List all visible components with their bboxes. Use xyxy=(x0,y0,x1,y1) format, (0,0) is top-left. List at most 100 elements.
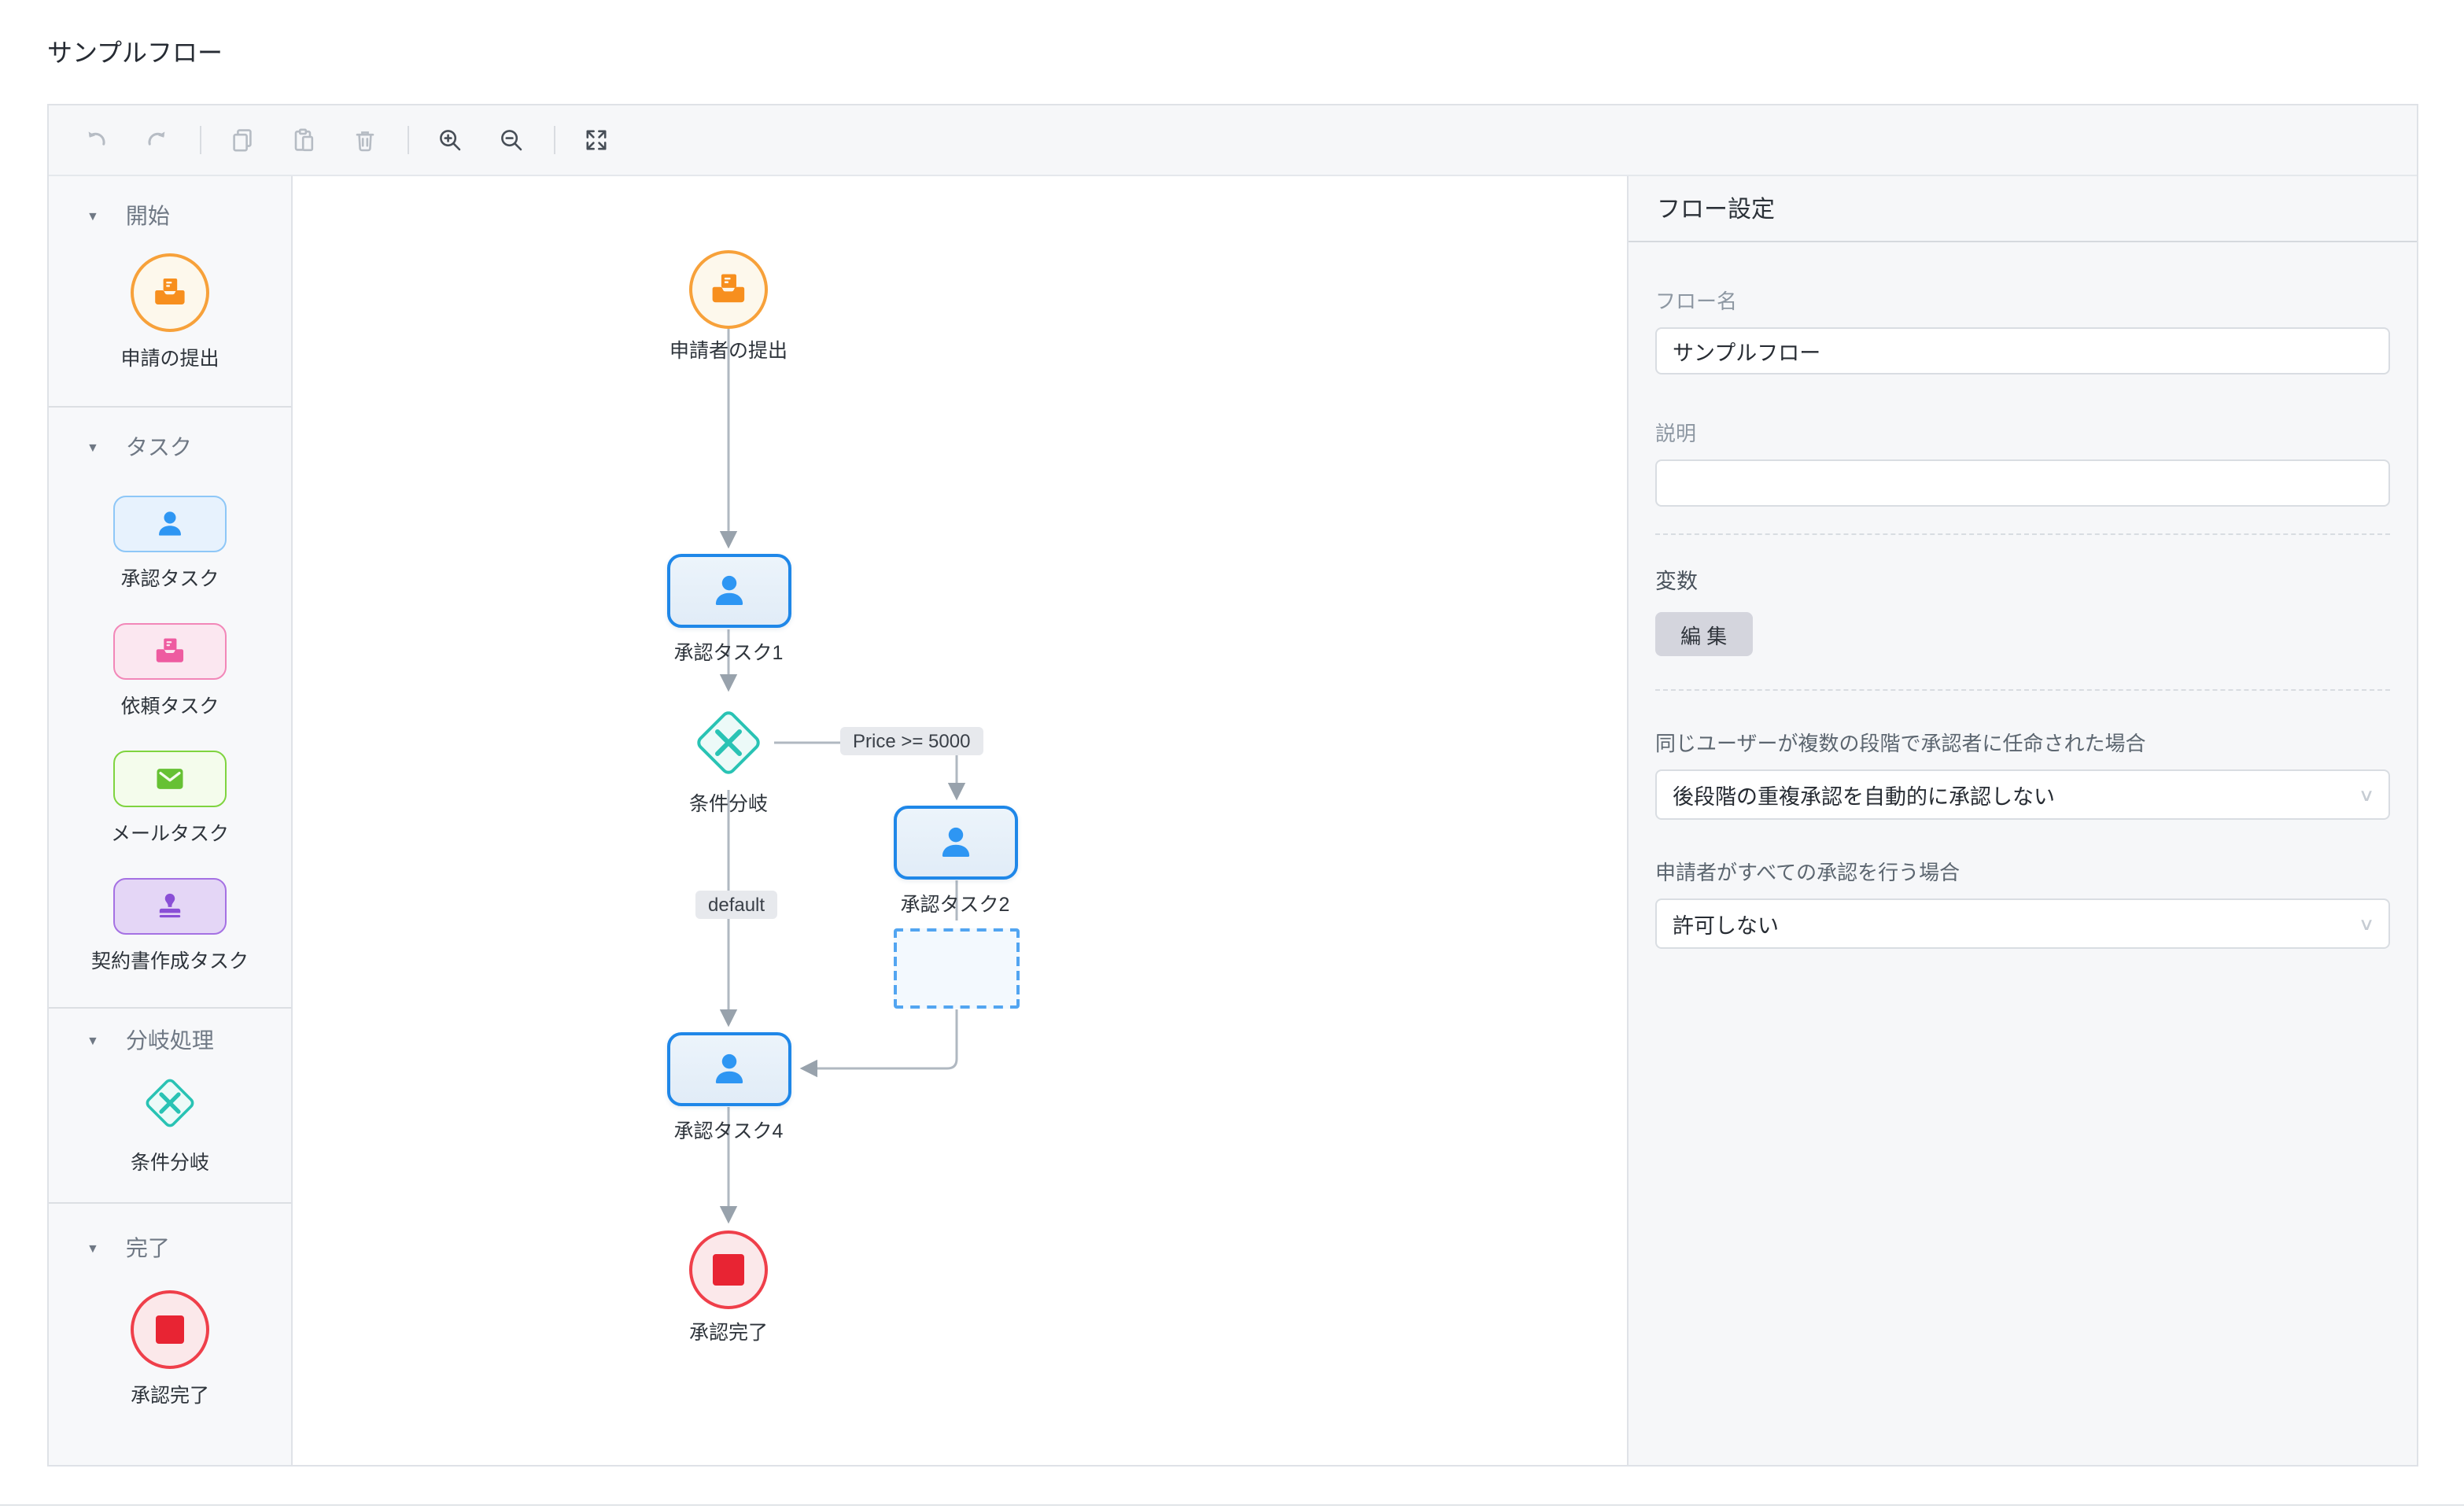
delete-button[interactable] xyxy=(343,118,387,162)
palette-section-title: 開始 xyxy=(125,203,170,228)
user-icon xyxy=(708,570,751,612)
flow-node-approval-task-2[interactable] xyxy=(894,806,1018,880)
flow-name-input[interactable] xyxy=(1655,327,2390,374)
editor-toolbar xyxy=(49,105,2417,176)
palette-section-task-toggle[interactable]: ▼ タスク xyxy=(49,408,291,463)
stamp-icon xyxy=(153,889,187,924)
redo-icon xyxy=(145,127,170,153)
toolbar-separator xyxy=(408,126,409,154)
palette-item-label: 契約書作成タスク xyxy=(90,950,249,972)
palette-item-request-task[interactable]: 依頼タスク xyxy=(49,623,291,719)
palette-item-application-submit[interactable]: 申請の提出 xyxy=(49,253,291,371)
zoom-in-icon xyxy=(437,127,463,153)
inbox-submit-icon xyxy=(151,274,189,312)
duplicate-approver-select[interactable]: 後段階の重複承認を自動的に承認しない ∨ xyxy=(1655,769,2390,820)
undo-button[interactable] xyxy=(74,118,118,162)
trash-icon xyxy=(352,127,378,153)
copy-icon xyxy=(230,127,255,153)
flow-node-start[interactable] xyxy=(689,250,768,329)
stop-icon xyxy=(156,1315,184,1344)
select-value: 後段階の重複承認を自動的に承認しない xyxy=(1673,785,2055,809)
flow-node-label: 条件分岐 xyxy=(688,793,768,815)
settings-panel-body: フロー名 説明 変数 編 集 同じユーザーが複数の段階で承認者に任命された場合 … xyxy=(1629,242,2417,1465)
description-input[interactable] xyxy=(1655,459,2390,507)
applicant-self-approval-select[interactable]: 許可しない ∨ xyxy=(1655,898,2390,949)
palette-item-mail-task[interactable]: メールタスク xyxy=(49,751,291,847)
undo-icon xyxy=(83,127,109,153)
flow-node-label: 承認タスク2 xyxy=(900,894,1010,916)
palette-section-title: 完了 xyxy=(125,1235,170,1260)
palette-item-label: メールタスク xyxy=(110,823,229,845)
palette-section-branch-toggle[interactable]: ▼分岐処理 xyxy=(49,1009,291,1056)
settings-panel-title: フロー設定 xyxy=(1629,176,2417,242)
dashed-divider xyxy=(1655,689,2390,691)
inbox-submit-icon xyxy=(153,634,187,669)
select-value: 許可しない xyxy=(1673,914,1779,938)
zoom-in-button[interactable] xyxy=(428,118,472,162)
palette-section-title: タスク xyxy=(125,434,192,459)
palette-section-start: ▼ 開始 申請の提出 xyxy=(49,176,291,408)
palette-section-complete: ▼ 完了 承認完了 xyxy=(49,1204,291,1465)
flow-settings-panel: フロー設定 フロー名 説明 変数 編 集 同じユーザーが複数の段階で承認者に任命… xyxy=(1627,176,2417,1465)
palette-item-approval-complete[interactable]: 承認完了 xyxy=(49,1290,291,1408)
chevron-down-icon: ▼ xyxy=(87,440,99,454)
description-label: 説明 xyxy=(1655,422,1697,445)
user-icon xyxy=(935,821,977,864)
palette-item-condition-branch[interactable]: 条件分岐 xyxy=(49,1062,291,1175)
page-title: サンプルフロー xyxy=(47,41,223,68)
user-icon xyxy=(153,507,187,541)
flow-editor-frame: ▼ 開始 申請の提出 ▼ タスク 承認タスク 依頼タスク xyxy=(47,104,2418,1467)
palette-section-title: 分岐処理 xyxy=(125,1028,214,1053)
palette-section-start-toggle[interactable]: ▼ 開始 xyxy=(49,176,291,231)
applicant-self-approval-label: 申請者がすべての承認を行う場合 xyxy=(1655,861,1961,884)
flow-node-approval-task-4[interactable] xyxy=(667,1032,791,1106)
redo-button[interactable] xyxy=(135,118,179,162)
fit-screen-icon xyxy=(584,127,609,153)
copy-button[interactable] xyxy=(220,118,264,162)
edge-label-price-condition[interactable]: Price >= 5000 xyxy=(840,727,983,755)
chevron-down-icon: ▼ xyxy=(87,1241,99,1255)
flow-canvas[interactable]: 申請者の提出 承認タスク1 条件分岐 Price >= 5000 承認タスク2 … xyxy=(293,176,1627,1465)
drop-target-placeholder[interactable] xyxy=(894,928,1020,1009)
palette-section-complete-toggle[interactable]: ▼ 完了 xyxy=(49,1204,291,1264)
edge-label-default[interactable]: default xyxy=(695,891,778,919)
edit-variables-button[interactable]: 編 集 xyxy=(1655,612,1753,656)
flow-node-label: 承認タスク1 xyxy=(673,642,784,664)
palette-item-approval-task[interactable]: 承認タスク xyxy=(49,496,291,592)
page-bottom-divider xyxy=(0,1504,2464,1506)
branch-x-icon xyxy=(129,1062,211,1144)
editor-content: ▼ 開始 申請の提出 ▼ タスク 承認タスク 依頼タスク xyxy=(49,176,2417,1465)
chevron-down-icon: ∨ xyxy=(2358,786,2375,805)
inbox-submit-icon xyxy=(708,269,749,310)
duplicate-approver-label: 同じユーザーが複数の段階で承認者に任命された場合 xyxy=(1655,732,2146,755)
zoom-out-icon xyxy=(499,127,524,153)
paste-icon xyxy=(291,127,316,153)
stop-icon xyxy=(713,1254,744,1286)
flow-node-end[interactable] xyxy=(689,1230,768,1309)
chevron-down-icon: ▼ xyxy=(87,208,99,223)
user-icon xyxy=(708,1048,751,1090)
flow-node-condition-branch[interactable] xyxy=(678,692,779,793)
dashed-divider xyxy=(1655,533,2390,535)
toolbar-separator xyxy=(200,126,201,154)
palette-item-contract-task[interactable]: 契約書作成タスク xyxy=(49,878,291,974)
palette-item-label: 申請の提出 xyxy=(120,348,219,370)
variables-label: 変数 xyxy=(1655,570,1698,593)
flow-node-approval-task-1[interactable] xyxy=(667,554,791,628)
palette-item-label: 依頼タスク xyxy=(120,695,219,718)
palette-item-label: 条件分岐 xyxy=(130,1152,209,1174)
chevron-down-icon: ∨ xyxy=(2358,915,2375,934)
toolbar-separator xyxy=(554,126,555,154)
flow-node-label: 承認タスク4 xyxy=(673,1120,784,1142)
node-palette-sidebar: ▼ 開始 申請の提出 ▼ タスク 承認タスク 依頼タスク xyxy=(49,176,293,1465)
fit-screen-button[interactable] xyxy=(574,118,618,162)
flow-node-label: 承認完了 xyxy=(688,1322,768,1344)
flow-node-label: 申請者の提出 xyxy=(669,340,788,362)
palette-item-label: 承認完了 xyxy=(130,1385,209,1407)
zoom-out-button[interactable] xyxy=(489,118,533,162)
palette-section-task: ▼ タスク 承認タスク 依頼タスク メールタスク xyxy=(49,408,291,1009)
palette-section-branch: ▼分岐処理 条件分岐 xyxy=(49,1009,291,1204)
palette-item-label: 承認タスク xyxy=(120,568,219,590)
paste-button[interactable] xyxy=(282,118,326,162)
